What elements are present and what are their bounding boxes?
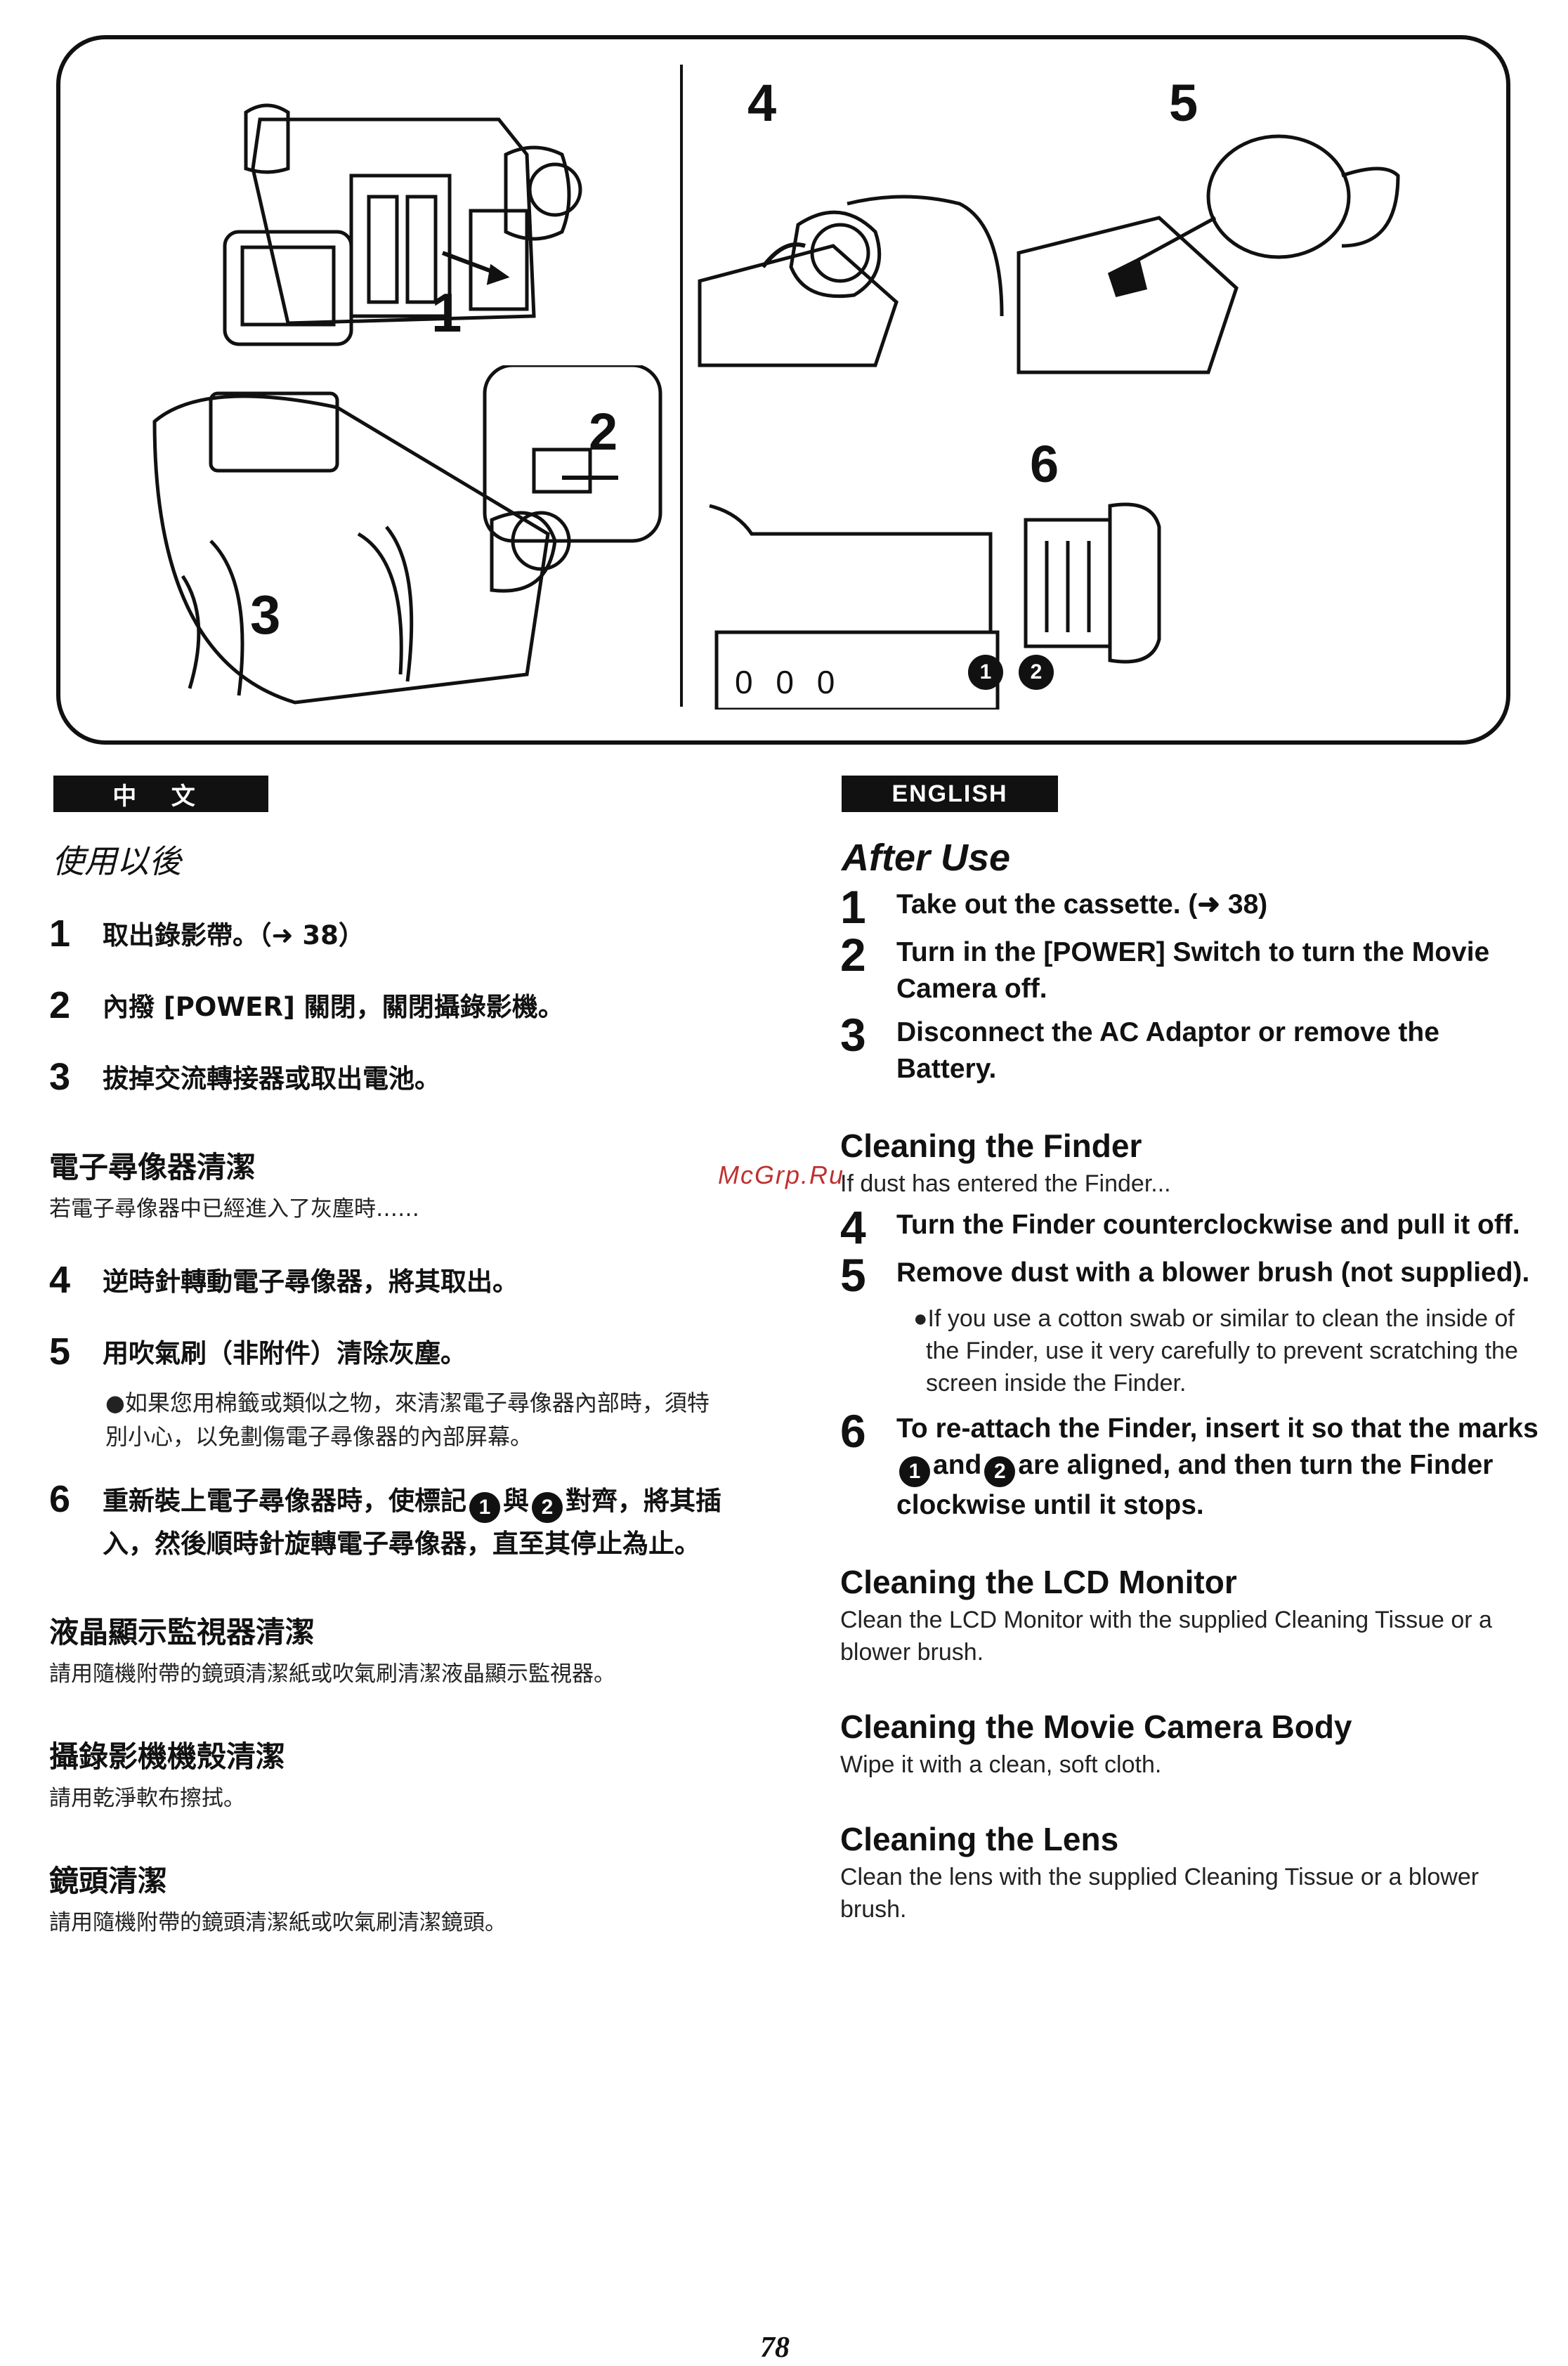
en-lcd-heading: Cleaning the LCD Monitor xyxy=(840,1564,1237,1600)
figure-indicator-text: 0 0 0 xyxy=(735,664,842,700)
zh-step-4: 4 逆時針轉動電子尋像器，將其取出。 xyxy=(49,1260,724,1303)
en-step-text: Turn the Finder counterclockwise and pul… xyxy=(896,1210,1520,1240)
mark-1-icon: 1 xyxy=(899,1456,930,1487)
zh-step-text: 取出錄影帶。（➜ 38） xyxy=(103,920,365,950)
en-step-number: 3 xyxy=(840,1009,866,1061)
en-lcd-body: Clean the LCD Monitor with the supplied … xyxy=(840,1607,1492,1666)
zh-camera-body-body: 請用乾淨軟布擦拭。 xyxy=(49,1786,245,1811)
en-step-6-text-a: To re-attach the Finder, insert it so th… xyxy=(896,1413,1538,1444)
finder-reattach-illustration xyxy=(709,502,1161,710)
zh-camera-body-heading: 攝錄影機機殼清潔 xyxy=(49,1739,286,1774)
en-lens-body: Clean the lens with the supplied Cleanin… xyxy=(840,1864,1479,1923)
figure-step-label-2: 2 xyxy=(589,403,618,461)
zh-step-5: 5 用吹氣刷（非附件）清除灰塵。 xyxy=(49,1331,724,1375)
en-step-1: 1 Take out the cassette. (➜ 38) xyxy=(840,881,1543,933)
zh-step-text: 內撥 [POWER] 關閉，關閉攝錄影機。 xyxy=(103,992,564,1022)
figure-step-label-6: 6 xyxy=(1030,435,1059,493)
en-step-5-note: ●If you use a cotton swab or similar to … xyxy=(913,1305,1518,1397)
en-camera-body-heading: Cleaning the Movie Camera Body xyxy=(840,1708,1352,1745)
zh-step-number: 5 xyxy=(49,1331,71,1373)
en-step-text: Turn in the [POWER] Switch to turn the M… xyxy=(896,937,1490,1004)
mark-2-icon: 2 xyxy=(532,1492,563,1523)
camcorder-cassette-eject-illustration xyxy=(223,103,582,346)
en-step-3: 3 Disconnect the AC Adaptor or remove th… xyxy=(840,1009,1543,1087)
en-after-use-title: After Use xyxy=(842,837,1011,879)
zh-step-number: 3 xyxy=(49,1056,71,1098)
page-number: 78 xyxy=(760,2332,790,2364)
zh-step-number: 2 xyxy=(49,984,71,1026)
en-step-number: 1 xyxy=(840,881,866,933)
figure-step-label-1: 1 xyxy=(431,282,462,344)
zh-step-text: 逆時針轉動電子尋像器，將其取出。 xyxy=(103,1267,518,1297)
illustration-frame xyxy=(56,35,1510,745)
mark-1-icon: 1 xyxy=(469,1492,500,1523)
camcorder-power-switch-illustration xyxy=(152,365,662,705)
chinese-section-tab: 中 文 xyxy=(53,776,268,812)
en-step-6: 6 To re-attach the Finder, insert it so … xyxy=(840,1405,1543,1524)
en-step-6-text-c: are aligned, and then turn the Finder cl… xyxy=(896,1450,1494,1520)
en-finder-intro: If dust has entered the Finder... xyxy=(840,1170,1171,1197)
zh-step-6-text-a: 重新裝上電子尋像器時，使標記 xyxy=(103,1486,466,1516)
zh-step-1: 1 取出錄影帶。（➜ 38） xyxy=(49,913,724,957)
mark-2-icon: 2 xyxy=(984,1456,1016,1487)
illustration-divider xyxy=(680,65,683,707)
en-step-number: 6 xyxy=(840,1405,866,1457)
zh-lens-body: 請用隨機附帶的鏡頭清潔紙或吹氣刷清潔鏡頭。 xyxy=(49,1910,507,1935)
en-lens-heading: Cleaning the Lens xyxy=(840,1821,1119,1857)
zh-finder-heading: 電子尋像器清潔 xyxy=(49,1150,256,1184)
en-step-text: Remove dust with a blower brush (not sup… xyxy=(896,1257,1530,1288)
en-step-number: 4 xyxy=(840,1201,866,1253)
en-step-text: To re-attach the Finder, insert it so th… xyxy=(896,1411,1543,1524)
zh-step-6-text-b: 與 xyxy=(503,1486,529,1516)
zh-step-6-text-c: 對齊，將其插入，然後順時針旋轉電子尋像器，直至其停止為止。 xyxy=(103,1486,721,1559)
en-step-4: 4 Turn the Finder counterclockwise and p… xyxy=(840,1201,1543,1253)
zh-lcd-heading: 液晶顯示監視器清潔 xyxy=(49,1615,315,1649)
zh-finder-intro: 若電子尋像器中已經進入了灰塵時…… xyxy=(49,1196,419,1222)
zh-step-text: 用吹氣刷（非附件）清除灰塵。 xyxy=(103,1338,466,1368)
figure-marker-1: 1 xyxy=(968,655,1003,690)
zh-step-number: 1 xyxy=(49,913,71,955)
zh-step-3: 3 拔掉交流轉接器或取出電池。 xyxy=(49,1057,724,1100)
english-column: After Use 1 Take out the cassette. (➜ 38… xyxy=(840,836,1543,1933)
zh-step-2: 2 內撥 [POWER] 關閉，關閉攝錄影機。 xyxy=(49,985,724,1028)
en-step-text: Take out the cassette. (➜ 38) xyxy=(896,889,1268,920)
figure-step-label-5: 5 xyxy=(1169,74,1198,132)
en-step-number: 2 xyxy=(840,929,866,981)
zh-step-5-note: ●如果您用棉籤或類似之物，來清潔電子尋像器內部時，須特別小心，以免劃傷電子尋像器… xyxy=(105,1390,710,1450)
figure-step-label-4: 4 xyxy=(747,74,777,132)
zh-step-number: 4 xyxy=(49,1259,71,1301)
chinese-column: 使用以後 1 取出錄影帶。（➜ 38） 2 內撥 [POWER] 關閉，關閉攝錄… xyxy=(49,836,724,1969)
zh-after-use-title: 使用以後 xyxy=(52,842,181,880)
blower-brush-illustration xyxy=(1017,134,1400,374)
en-step-6-text-b: and xyxy=(933,1450,982,1480)
watermark: McGrp.Ru xyxy=(718,1161,845,1189)
zh-lens-heading: 鏡頭清潔 xyxy=(49,1864,168,1898)
en-finder-heading: Cleaning the Finder xyxy=(840,1128,1142,1164)
finder-removal-illustration xyxy=(698,195,1004,367)
zh-step-text: 拔掉交流轉接器或取出電池。 xyxy=(103,1064,440,1094)
zh-lcd-body: 請用隨機附帶的鏡頭清潔紙或吹氣刷清潔液晶顯示監視器。 xyxy=(49,1661,615,1687)
english-section-tab: ENGLISH xyxy=(842,776,1058,812)
figure-marker-2: 2 xyxy=(1019,655,1054,690)
en-step-5: 5 Remove dust with a blower brush (not s… xyxy=(840,1249,1543,1301)
en-step-text: Disconnect the AC Adaptor or remove the … xyxy=(896,1017,1439,1084)
figure-step-label-3: 3 xyxy=(250,584,281,646)
en-step-2: 2 Turn in the [POWER] Switch to turn the… xyxy=(840,929,1543,1007)
en-camera-body-body: Wipe it with a clean, soft cloth. xyxy=(840,1751,1162,1778)
zh-step-number: 6 xyxy=(49,1478,71,1520)
en-step-number: 5 xyxy=(840,1249,866,1301)
